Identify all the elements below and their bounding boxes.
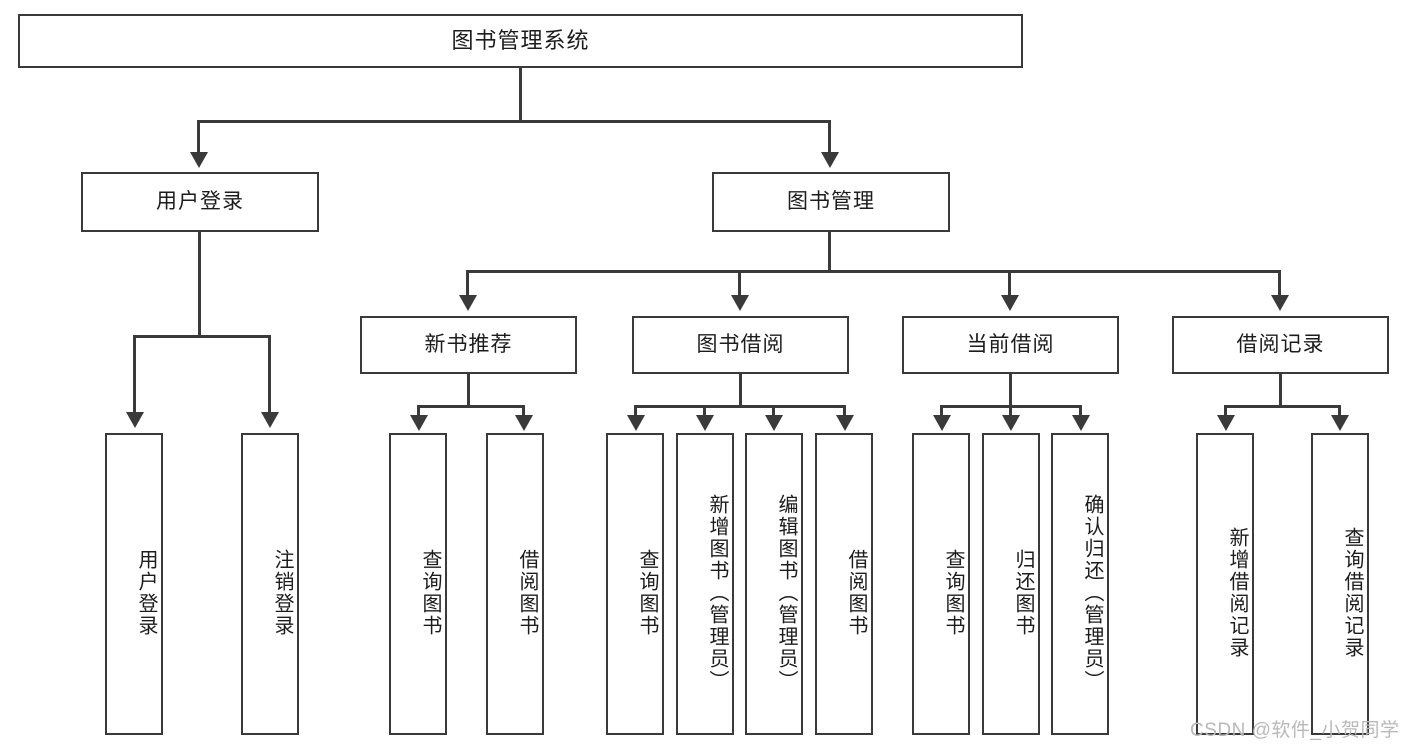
connector-book-manage-bar	[466, 270, 1281, 273]
connector-book-borrow-child-1	[634, 405, 637, 421]
connector-user-login-stem	[198, 232, 201, 335]
arrowhead-icon	[261, 412, 279, 428]
node-label: 借阅图书	[845, 549, 867, 637]
arrowhead-icon	[1002, 415, 1020, 431]
arrowhead-icon	[1072, 415, 1090, 431]
node-label: 图书借阅	[696, 333, 785, 357]
leaf-return-book[interactable]: 归还图书	[982, 433, 1040, 735]
node-borrow-record[interactable]: 借阅记录	[1172, 316, 1389, 374]
connector-book-borrow-bar	[634, 405, 846, 408]
arrowhead-icon	[627, 415, 645, 431]
connector-new-book-stem	[467, 374, 470, 406]
node-label: 新增图书（管理员）	[706, 494, 728, 692]
node-root-system[interactable]: 图书管理系统	[18, 14, 1023, 68]
connector-to-book-borrow	[738, 270, 741, 298]
arrowhead-icon	[515, 415, 533, 431]
node-label: 查询图书	[942, 549, 964, 637]
connector-user-login-child-2	[268, 335, 271, 415]
arrowhead-icon	[933, 415, 951, 431]
leaf-logout[interactable]: 注销登录	[241, 433, 299, 735]
connector-book-borrow-stem	[739, 374, 742, 406]
leaf-query-borrow-record[interactable]: 查询借阅记录	[1311, 433, 1369, 735]
connector-book-manage-stem	[828, 232, 831, 270]
connector-book-borrow-child-3	[772, 405, 775, 421]
node-book-borrow[interactable]: 图书借阅	[632, 316, 849, 374]
arrowhead-icon	[731, 295, 749, 311]
connector-borrow-record-bar	[1224, 405, 1341, 408]
arrowhead-icon	[765, 415, 783, 431]
arrowhead-icon	[410, 415, 428, 431]
leaf-query-book-recommend[interactable]: 查询图书	[389, 433, 447, 735]
leaf-borrow-book-recommend[interactable]: 借阅图书	[486, 433, 544, 735]
leaf-borrow-book[interactable]: 借阅图书	[815, 433, 873, 735]
arrowhead-icon	[821, 152, 839, 168]
arrowhead-icon	[1217, 415, 1235, 431]
node-book-manage[interactable]: 图书管理	[712, 172, 950, 232]
arrowhead-icon	[1271, 295, 1289, 311]
node-label: 当前借阅	[966, 333, 1055, 357]
node-label: 图书管理系统	[451, 27, 590, 53]
arrowhead-icon	[1001, 295, 1019, 311]
node-label: 用户登录	[135, 549, 157, 637]
leaf-add-borrow-record[interactable]: 新增借阅记录	[1196, 433, 1254, 735]
node-label: 编辑图书（管理员）	[775, 494, 797, 692]
connector-book-borrow-child-2	[703, 405, 706, 421]
leaf-user-login[interactable]: 用户登录	[105, 433, 163, 735]
arrowhead-icon	[1331, 415, 1349, 431]
arrowhead-icon	[836, 415, 854, 431]
node-label: 查询借阅记录	[1341, 527, 1363, 659]
leaf-edit-book-admin[interactable]: 编辑图书（管理员）	[745, 433, 803, 735]
arrowhead-icon	[696, 415, 714, 431]
connector-borrow-record-child-1	[1224, 405, 1227, 421]
arrowhead-icon	[459, 295, 477, 311]
connector-book-borrow-child-4	[843, 405, 846, 421]
node-label: 图书管理	[787, 190, 875, 214]
arrowhead-icon	[190, 152, 208, 168]
connector-to-new-book	[466, 270, 469, 298]
node-label: 确认归还（管理员）	[1081, 494, 1103, 692]
connector-root-stem	[519, 68, 522, 120]
connector-new-book-child-2	[522, 405, 525, 421]
watermark-text: CSDN @软件_小贺同学	[1190, 720, 1400, 741]
node-label: 用户登录	[156, 190, 244, 214]
leaf-add-book-admin[interactable]: 新增图书（管理员）	[676, 433, 734, 735]
node-label: 新书推荐	[424, 333, 513, 357]
node-label: 借阅图书	[516, 549, 538, 637]
connector-current-borrow-child-2	[1009, 405, 1012, 421]
connector-user-login-child-1	[133, 335, 136, 415]
leaf-query-book[interactable]: 查询图书	[606, 433, 664, 735]
connector-to-borrow-record	[1278, 270, 1281, 298]
connector-root-to-book-manage	[828, 120, 831, 155]
connector-root-to-user-login	[197, 120, 200, 155]
arrowhead-icon	[126, 412, 144, 428]
connector-borrow-record-child-2	[1338, 405, 1341, 421]
node-current-borrow[interactable]: 当前借阅	[902, 316, 1119, 374]
connector-current-borrow-stem	[1009, 374, 1012, 406]
connector-current-borrow-child-3	[1079, 405, 1082, 421]
node-label: 归还图书	[1012, 549, 1034, 637]
node-label: 注销登录	[271, 549, 293, 637]
connector-new-book-bar	[417, 405, 525, 408]
connector-root-bar	[197, 120, 831, 123]
connector-to-current-borrow	[1008, 270, 1011, 298]
leaf-query-book-current[interactable]: 查询图书	[912, 433, 970, 735]
connector-new-book-child-1	[417, 405, 420, 421]
leaf-confirm-return-admin[interactable]: 确认归还（管理员）	[1051, 433, 1109, 735]
node-user-login[interactable]: 用户登录	[81, 172, 319, 232]
node-label: 新增借阅记录	[1226, 527, 1248, 659]
connector-current-borrow-child-1	[940, 405, 943, 421]
node-new-book-recommend[interactable]: 新书推荐	[360, 316, 577, 374]
connector-borrow-record-stem	[1279, 374, 1282, 406]
node-label: 查询图书	[419, 549, 441, 637]
connector-user-login-bar	[133, 335, 271, 338]
node-label: 查询图书	[636, 549, 658, 637]
node-label: 借阅记录	[1236, 333, 1325, 357]
